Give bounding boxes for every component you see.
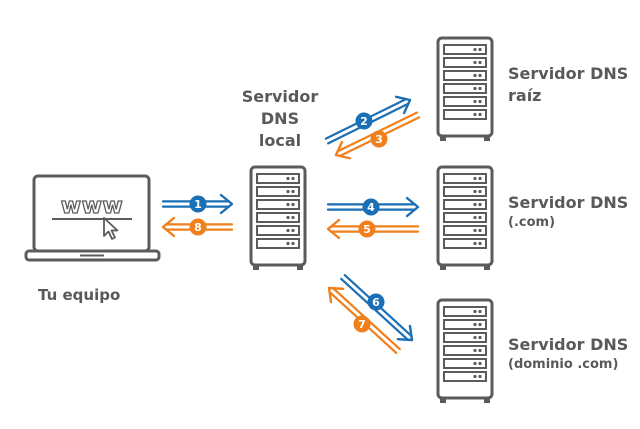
step-4-badge: 4 — [362, 198, 380, 216]
step-8-badge: 8 — [189, 218, 207, 236]
step-5-badge: 5 — [358, 220, 376, 238]
root-dns-line1: Servidor DNS — [508, 64, 629, 83]
step-1-number: 1 — [194, 198, 202, 211]
step-4-number: 4 — [367, 201, 375, 214]
step-8-arrow: 8 — [161, 216, 234, 238]
step-1-badge: 1 — [189, 195, 207, 213]
server-icon-local — [249, 165, 307, 272]
cursor-icon — [103, 217, 119, 240]
local-dns-line1: Servidor — [241, 87, 319, 106]
root-dns-line2: raíz — [508, 86, 542, 105]
step-8-number: 8 — [194, 221, 202, 234]
com-dns-line1: Servidor DNS — [508, 193, 629, 212]
step-2-arrow: 2 — [324, 95, 412, 145]
step-4-arrow: 4 — [326, 196, 420, 218]
step-2-number: 2 — [360, 115, 368, 128]
laptop-icon: www — [24, 174, 161, 262]
step-7-badge: 7 — [353, 315, 371, 333]
domain-dns-line1: Servidor DNS — [508, 335, 629, 354]
step-1-arrow: 1 — [161, 193, 234, 215]
www-text: www — [61, 194, 123, 219]
step-3-badge: 3 — [370, 130, 388, 148]
local-dns-line2: DNS — [260, 109, 300, 128]
domain-dns-line2: (dominio .com) — [508, 357, 619, 372]
root-dns-label: Servidor DNS raíz — [508, 63, 628, 107]
step-5-arrow: 5 — [326, 218, 420, 240]
local-dns-label: Servidor DNS local — [228, 86, 332, 152]
step-3-number: 3 — [375, 133, 383, 146]
domain-dns-label: Servidor DNS (dominio .com) — [508, 334, 628, 374]
step-7-arrow: 7 — [327, 286, 401, 355]
server-icon-com — [436, 165, 494, 272]
com-dns-line2: (.com) — [508, 215, 556, 230]
step-3-arrow: 3 — [334, 111, 421, 160]
local-dns-line3: local — [258, 131, 302, 150]
step-6-badge: 6 — [367, 293, 385, 311]
step-6-arrow: 6 — [340, 273, 414, 342]
step-6-number: 6 — [372, 296, 380, 309]
com-dns-label: Servidor DNS (.com) — [508, 192, 628, 232]
step-2-badge: 2 — [355, 112, 373, 130]
server-icon-root — [436, 36, 494, 143]
server-icon-domain — [436, 298, 494, 405]
pc-label: Tu equipo — [38, 286, 121, 304]
step-7-number: 7 — [358, 318, 366, 331]
step-5-number: 5 — [363, 223, 371, 236]
